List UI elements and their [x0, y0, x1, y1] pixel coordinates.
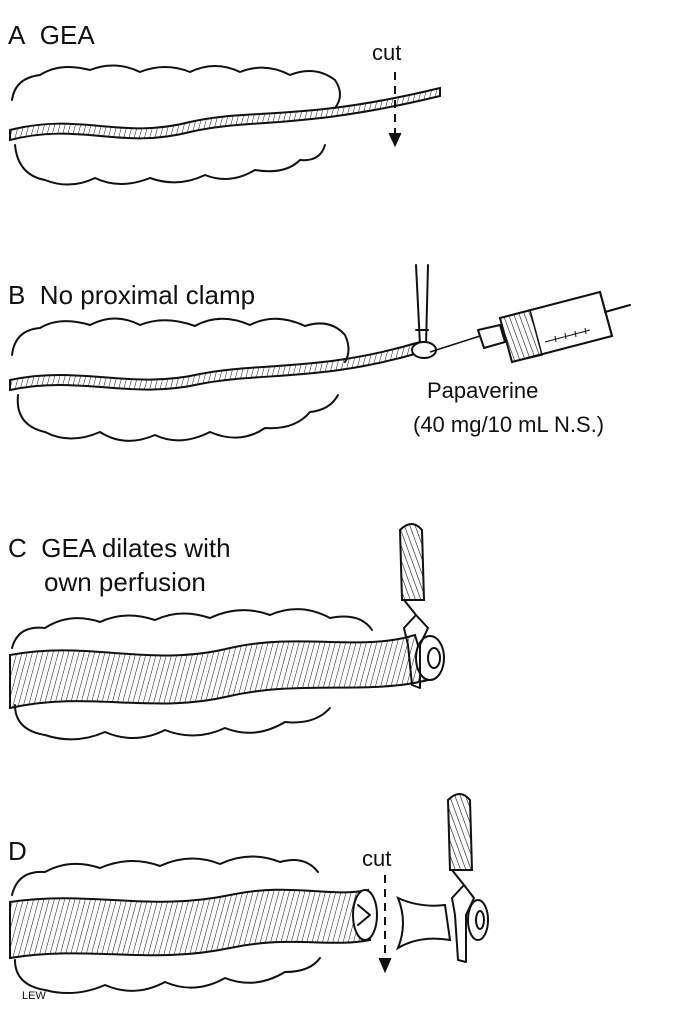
panel-a-drawing	[9, 64, 441, 186]
artist-signature: LEW	[22, 990, 46, 1002]
panel-letter: A	[8, 20, 26, 50]
omentum-upper-c	[11, 608, 373, 649]
panel-c-title-line2: own perfusion	[44, 567, 206, 597]
vessel-end-c	[415, 635, 445, 681]
cut-arrow-d	[378, 957, 392, 974]
omentum-lower-c	[14, 704, 331, 741]
gea-artery-a	[9, 86, 441, 142]
omentum-lower-b	[16, 394, 339, 442]
omentum-upper-d	[11, 855, 319, 896]
panel-c-title: C GEA dilates with	[8, 533, 231, 563]
syringe-icon	[429, 290, 631, 364]
panel-d-letter: D	[8, 836, 27, 866]
panel-a-title: A GEA	[8, 20, 95, 50]
vessel-cut-end-d	[352, 889, 378, 941]
bulldog-clamp-icon	[398, 523, 429, 689]
vessel-stump-d	[395, 896, 452, 951]
omentum-upper-a	[11, 64, 341, 109]
panel-c-drawing	[9, 523, 445, 741]
omentum-upper-b	[11, 317, 350, 363]
omentum-lower-a	[14, 144, 326, 186]
panel-letter: B	[8, 280, 26, 310]
panel-d-drawing	[9, 793, 489, 995]
forceps-icon	[415, 264, 429, 346]
gea-artery-c-dilated	[9, 633, 430, 710]
papaverine-label: Papaverine	[427, 378, 539, 403]
panel-b-drawing	[9, 264, 631, 442]
bulldog-clamp-icon-d	[446, 793, 475, 963]
vessel-end-b	[411, 341, 437, 359]
papaverine-dose: (40 mg/10 mL N.S.)	[413, 412, 605, 437]
omentum-lower-d	[14, 957, 321, 995]
panel-b-title: B No proximal clamp	[8, 280, 256, 310]
cut-label-d: cut	[362, 846, 392, 871]
cut-label-a: cut	[372, 40, 402, 65]
panel-letter: C	[8, 533, 27, 563]
gea-artery-b	[9, 340, 424, 392]
cut-arrow-a	[388, 132, 402, 148]
gea-artery-d	[9, 888, 372, 960]
